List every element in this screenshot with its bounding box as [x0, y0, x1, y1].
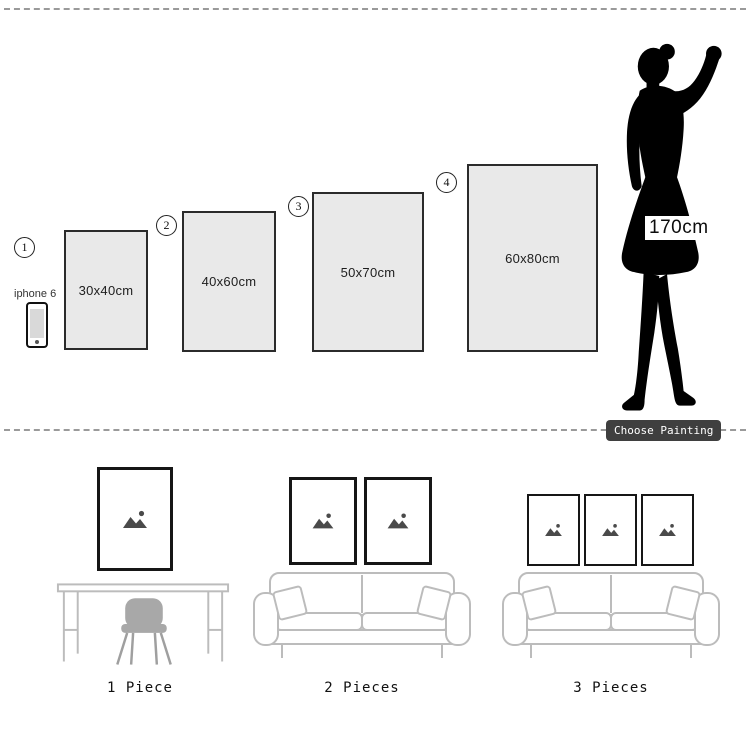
wall-frame [641, 494, 694, 566]
wall-frame [364, 477, 432, 565]
size-frame-label: 60x80cm [505, 250, 560, 266]
size-frame-label: 40x60cm [201, 274, 257, 289]
scene-label-1-piece: 1 Piece [106, 680, 173, 696]
middle-dashed-line [4, 429, 746, 431]
iphone-icon [26, 302, 48, 348]
size-frame-40x60: 40x60cm [182, 211, 276, 352]
phone-screen [30, 309, 44, 338]
size-frame-50x70: 50x70cm [312, 192, 424, 352]
size-frame-60x80: 60x80cm [467, 164, 598, 352]
phone-label: iphone 6 [14, 288, 57, 300]
size-frame-30x40: 30x40cm [64, 230, 148, 350]
height-label: 170cm [645, 216, 713, 240]
wall-frame [584, 494, 637, 566]
mountain-and-sun-icon [545, 524, 562, 537]
mountain-and-sun-icon [602, 524, 619, 537]
wall-frame [527, 494, 580, 566]
size-frame-label: 50x70cm [340, 264, 396, 280]
scene-label-2-pieces: 2 Pieces [324, 680, 400, 696]
desk-and-chair-icon [56, 583, 230, 665]
mountain-and-sun-icon [123, 510, 147, 528]
mountain-and-sun-icon [387, 513, 409, 529]
phone-home-button-icon [35, 340, 39, 344]
size-number-4: 4 [436, 172, 457, 193]
scene-label-3-pieces: 3 Pieces [573, 680, 649, 696]
sofa-icon [253, 572, 471, 658]
size-frame-label: 30x40cm [78, 282, 134, 298]
mountain-and-sun-icon [312, 513, 334, 529]
size-number-2: 2 [156, 215, 177, 236]
wall-frame [289, 477, 357, 565]
wall-frame [97, 467, 173, 571]
size-number-3: 3 [288, 196, 309, 217]
top-dashed-line [4, 8, 746, 10]
choose-painting-button[interactable]: Choose Painting [606, 420, 722, 441]
size-number-1: 1 [14, 237, 35, 258]
sofa-icon [502, 572, 720, 658]
mountain-and-sun-icon [659, 524, 676, 537]
